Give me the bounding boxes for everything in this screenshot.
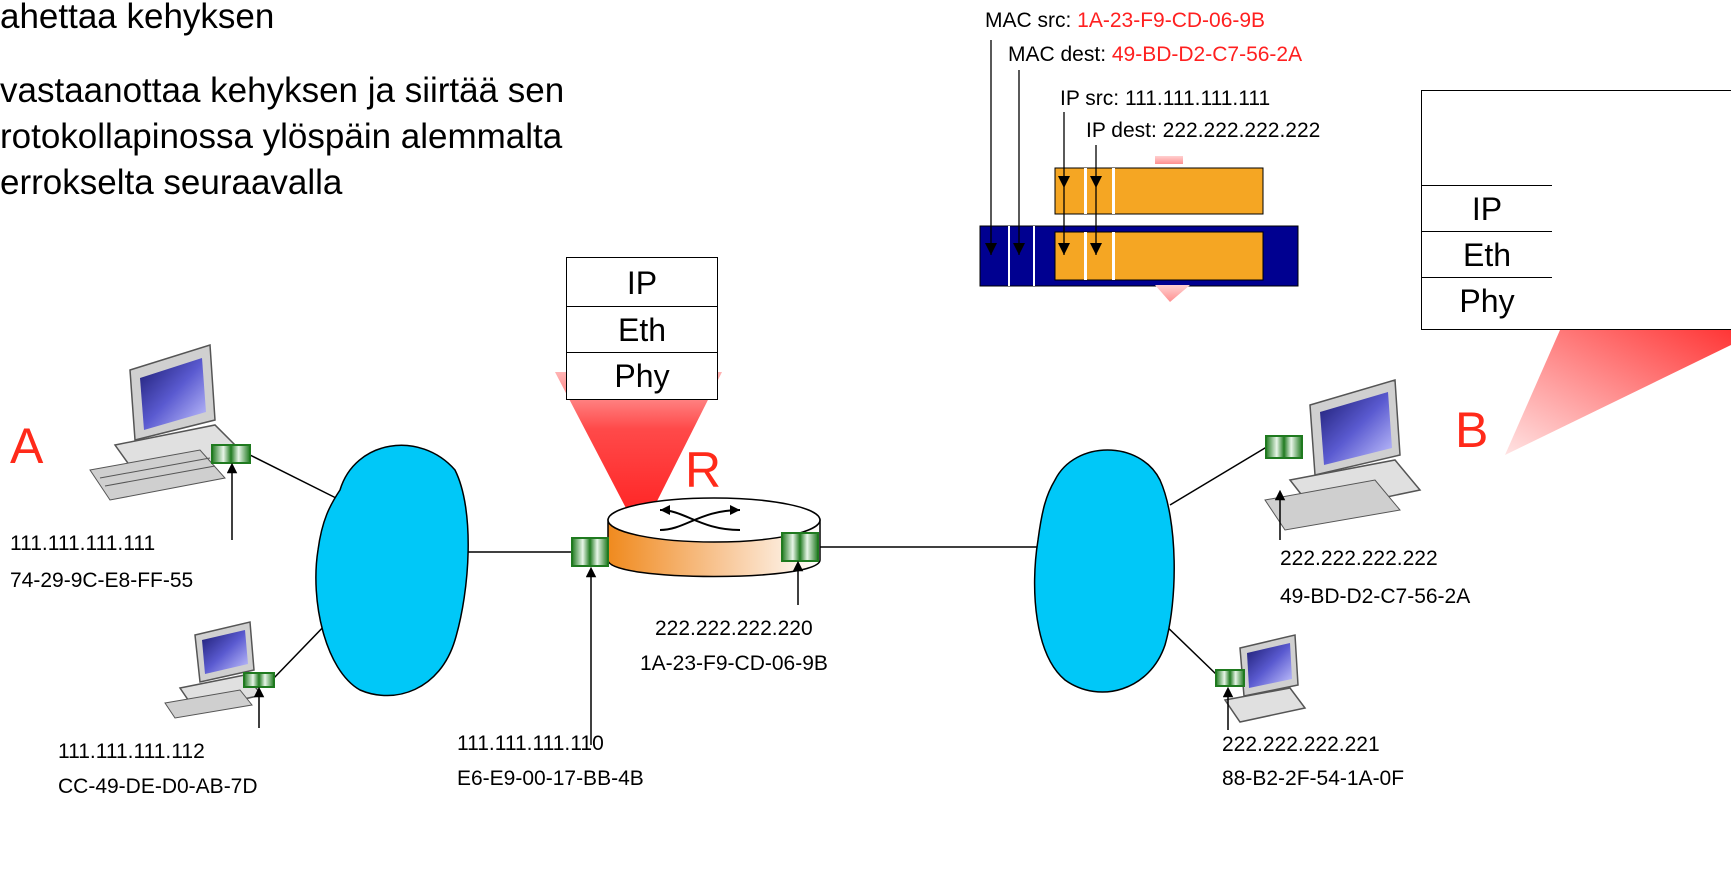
host-b2-mac: 88-B2-2F-54-1A-0F: [1222, 767, 1405, 790]
network-links: [249, 444, 1271, 681]
frame-illustration: [979, 156, 1299, 302]
host-b-beam-cone: [1505, 330, 1731, 455]
host-a2-nic: [243, 672, 275, 688]
host-a-mac: 74-29-9C-E8-FF-55: [10, 569, 194, 592]
frame-pointers: [990, 40, 1097, 255]
host-b-stack-phy: Phy: [1422, 277, 1552, 324]
mac-src-value: 1A-23-F9-CD-06-9B: [1077, 9, 1266, 32]
address-pointers: [226, 462, 1286, 745]
router: [607, 497, 821, 578]
ip-src-label: IP src: 111.111.111.111: [1060, 87, 1271, 110]
host-a-nic: [211, 444, 251, 464]
host-b-mac: 49-BD-D2-C7-56-2A: [1280, 585, 1471, 608]
host-b-stack-eth: Eth: [1422, 231, 1552, 278]
host-a2-ip: 111.111.111.112: [58, 740, 205, 763]
host-a2-mac: CC-49-DE-D0-AB-7D: [58, 775, 258, 798]
slide-text-line-1: ahettaa kehyksen: [0, 0, 275, 36]
host-b2-nic: [1215, 669, 1245, 687]
router-stack-ip: IP: [626, 265, 658, 301]
computer-host-a2: [164, 621, 264, 719]
mac-dest-label: MAC dest: 49-BD-D2-C7-56-2A: [1008, 43, 1303, 66]
slide-text-line-3: rotokollapinossa ylöspäin alemmalta: [0, 117, 563, 156]
router-right-mac: 1A-23-F9-CD-06-9B: [640, 652, 828, 675]
host-b-label: B: [1455, 402, 1489, 458]
computer-host-b2: [1223, 634, 1307, 723]
router-beam: [555, 372, 722, 535]
ip-dest-label: IP dest: 222.222.222.222: [1086, 119, 1321, 142]
mac-dest-value: 49-BD-D2-C7-56-2A: [1111, 43, 1303, 66]
router-left-ip: 111.111.111.110: [457, 732, 604, 755]
router-stack-eth: Eth: [567, 306, 717, 353]
mac-src-label: MAC src: 1A-23-F9-CD-06-9B: [985, 9, 1266, 32]
host-b-stack-ip: IP: [1422, 185, 1552, 232]
host-b-ip: 222.222.222.222: [1280, 547, 1438, 570]
host-b-nic: [1265, 435, 1303, 459]
host-a-label: A: [10, 418, 44, 474]
host-a-ip: 111.111.111.111: [10, 532, 156, 555]
router-right-nic: [781, 532, 819, 562]
router-protocol-stack: IP Eth Phy: [566, 257, 718, 400]
host-b-protocol-stack: IP Eth Phy: [1421, 90, 1731, 330]
computer-host-a: [89, 344, 247, 501]
frame-pointer-heads: [985, 176, 1102, 255]
right-subnet-cloud: [1033, 449, 1175, 693]
slide-text-line-4: errokselta seuraavalla: [0, 163, 343, 202]
left-subnet-cloud: [315, 444, 469, 697]
router-label: R: [685, 442, 722, 498]
host-b2-ip: 222.222.222.221: [1222, 733, 1380, 756]
router-stack-phy: Phy: [567, 352, 717, 399]
computer-host-b: [1264, 379, 1422, 531]
router-right-ip: 222.222.222.220: [655, 617, 813, 640]
router-left-nic: [571, 537, 609, 567]
router-left-mac: E6-E9-00-17-BB-4B: [457, 767, 644, 790]
slide-text-line-2: vastaanottaa kehyksen ja siirtää sen: [0, 71, 565, 110]
